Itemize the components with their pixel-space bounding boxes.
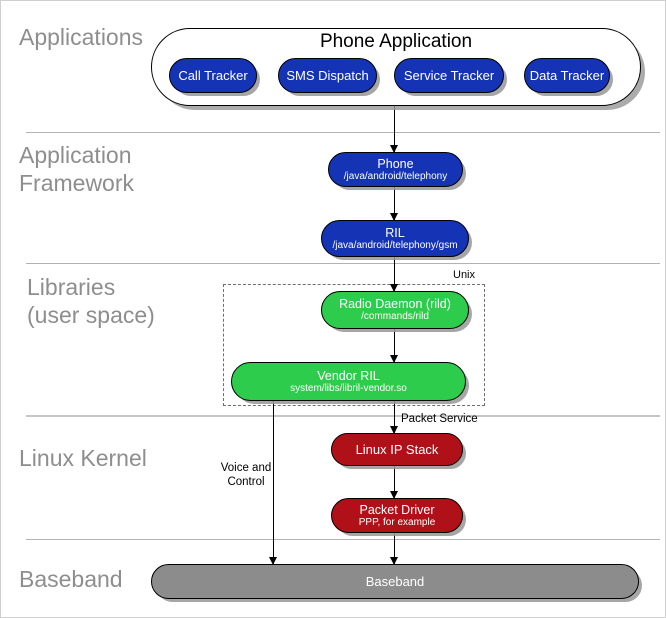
divider-application-framework	[26, 263, 660, 264]
node-ril-subtitle: /java/android/telephony/gsm	[332, 239, 458, 251]
divider-libraries	[26, 415, 660, 417]
node-linux-ip-stack[interactable]: Linux IP Stack	[331, 433, 463, 466]
edge-label-voice-and-control: Voice and Control	[220, 462, 272, 488]
arrowhead-rild-to-vendor-ril	[390, 355, 398, 363]
phone-application-title: Phone Application	[319, 31, 473, 52]
connector-voice-and-control	[273, 401, 275, 564]
arrowhead-app-to-phone	[390, 145, 398, 153]
layer-label-application-framework: Application Framework	[19, 142, 135, 196]
node-packet-driver-title: Packet Driver	[359, 502, 435, 517]
connector-rild-to-vendor-ril	[394, 329, 396, 362]
divider-applications	[26, 132, 660, 133]
connector-ip-stack-to-packet-driver	[394, 466, 396, 498]
node-phone-subtitle: /java/android/telephony	[343, 170, 448, 182]
node-radio-daemon[interactable]: Radio Daemon (rild) /commands/rild	[321, 291, 469, 329]
arrowhead-voice-and-control	[269, 557, 277, 565]
arrowhead-phone-to-ril	[390, 213, 398, 221]
app-pill-sms-dispatch-label: SMS Dispatch	[286, 67, 369, 83]
arrowhead-ip-stack-to-packet-driver	[390, 491, 398, 499]
unix-group-label: Unix	[453, 269, 476, 281]
connector-ril-to-rild	[394, 257, 396, 291]
node-vendor-ril-subtitle: system/libs/libril-vendor.so	[290, 382, 407, 394]
app-pill-data-tracker-label: Data Tracker	[529, 67, 605, 83]
node-packet-driver[interactable]: Packet Driver PPP, for example	[331, 498, 463, 533]
app-pill-service-tracker[interactable]: Service Tracker	[394, 58, 504, 93]
connector-phone-to-ril	[394, 187, 396, 220]
app-pill-sms-dispatch[interactable]: SMS Dispatch	[278, 58, 377, 93]
unix-group-box	[223, 284, 485, 406]
app-pill-call-tracker-label: Call Tracker	[178, 67, 248, 83]
node-ril-title: RIL	[385, 225, 405, 240]
node-linux-ip-stack-title: Linux IP Stack	[355, 441, 439, 457]
node-ril[interactable]: RIL /java/android/telephony/gsm	[321, 220, 469, 257]
layer-label-baseband: Baseband	[19, 566, 123, 592]
connector-app-to-phone	[394, 105, 396, 152]
node-radio-daemon-title: Radio Daemon (rild)	[339, 297, 451, 311]
node-baseband[interactable]: Baseband	[151, 564, 639, 599]
layer-label-libraries: Libraries (user space)	[27, 274, 155, 328]
app-pill-data-tracker[interactable]: Data Tracker	[524, 58, 610, 93]
layer-label-applications: Applications	[19, 24, 144, 50]
edge-label-packet-service: Packet Service	[401, 413, 478, 425]
layer-label-linux-kernel: Linux Kernel	[19, 445, 147, 471]
app-pill-service-tracker-label: Service Tracker	[403, 67, 495, 83]
node-vendor-ril-title: Vendor RIL	[317, 368, 380, 383]
node-radio-daemon-subtitle: /commands/rild	[361, 311, 429, 322]
node-packet-driver-subtitle: PPP, for example	[358, 516, 436, 528]
arrowhead-vendor-ril-to-ip-stack	[390, 426, 398, 434]
arrowhead-ril-to-rild	[390, 284, 398, 292]
node-baseband-title: Baseband	[365, 573, 425, 589]
app-pill-call-tracker[interactable]: Call Tracker	[169, 58, 257, 93]
divider-linux-kernel	[26, 539, 660, 540]
node-phone-title: Phone	[377, 156, 414, 171]
connector-vendor-ril-to-ip-stack	[394, 401, 396, 433]
arrowhead-packet-driver-to-baseband	[390, 557, 398, 565]
node-vendor-ril[interactable]: Vendor RIL system/libs/libril-vendor.so	[231, 362, 466, 401]
node-phone[interactable]: Phone /java/android/telephony	[328, 152, 463, 187]
connector-packet-driver-to-baseband	[394, 533, 396, 564]
